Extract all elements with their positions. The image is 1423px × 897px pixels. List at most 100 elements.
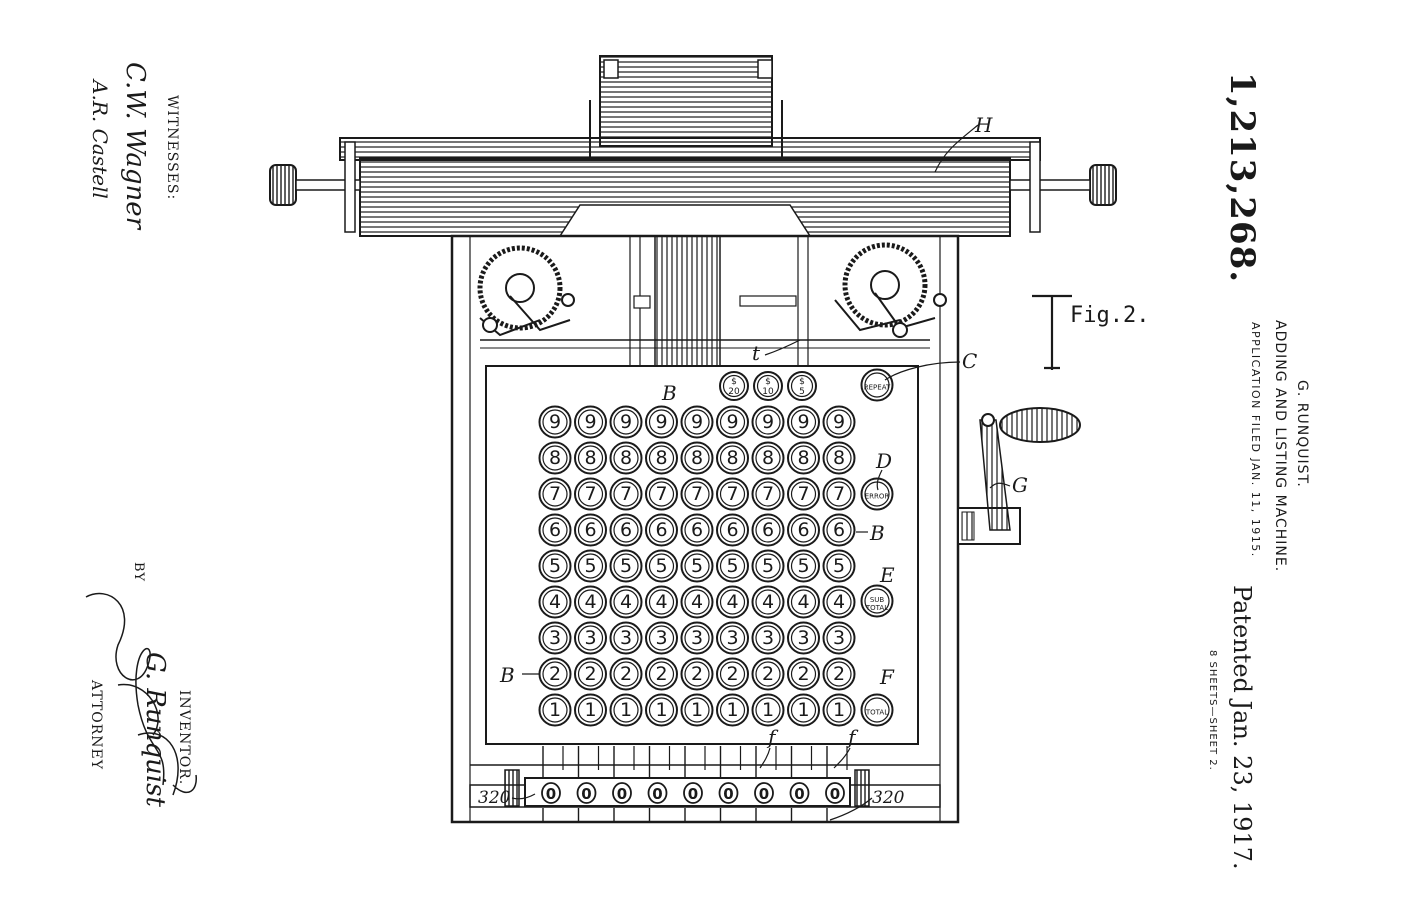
digit-key[interactable]: 8: [609, 441, 643, 475]
digit-key[interactable]: 6: [645, 513, 678, 547]
digit-key[interactable]: 2: [751, 657, 785, 691]
digit-key[interactable]: 5: [751, 549, 785, 583]
digit-key[interactable]: 3: [538, 621, 572, 655]
digit-key[interactable]: 6: [680, 513, 714, 547]
total-key[interactable]: TOTAL: [860, 693, 894, 727]
digit-key[interactable]: 3: [645, 621, 678, 655]
digit-key[interactable]: 2: [645, 657, 678, 691]
digit-key[interactable]: 2: [680, 657, 714, 691]
digit-key[interactable]: 3: [822, 621, 856, 655]
attorney-signature-mark: [85, 592, 197, 796]
dollar-key-symbol: $: [799, 377, 805, 387]
digit-key[interactable]: 2: [787, 657, 820, 691]
digit-key[interactable]: 2: [716, 657, 749, 691]
digit-key[interactable]: 4: [645, 585, 678, 619]
digit-key[interactable]: 7: [751, 477, 785, 511]
digit-key[interactable]: 2: [574, 657, 607, 691]
digit-key[interactable]: 3: [680, 621, 714, 655]
digit-key[interactable]: 5: [574, 549, 607, 583]
digit-key[interactable]: 8: [645, 441, 678, 475]
digit-key-label: 6: [620, 519, 632, 541]
digit-key[interactable]: 4: [538, 585, 572, 619]
digit-key[interactable]: 6: [609, 513, 643, 547]
digit-key[interactable]: 5: [822, 549, 856, 583]
digit-key[interactable]: 4: [716, 585, 749, 619]
digit-key[interactable]: 7: [716, 477, 749, 511]
digit-key[interactable]: 2: [538, 657, 572, 691]
digit-key[interactable]: 7: [574, 477, 607, 511]
digit-key[interactable]: 1: [538, 693, 572, 727]
digit-key[interactable]: 6: [751, 513, 785, 547]
digit-key[interactable]: 2: [609, 657, 643, 691]
digit-key[interactable]: 1: [609, 693, 643, 727]
digit-key[interactable]: 7: [645, 477, 678, 511]
digit-key[interactable]: 8: [822, 441, 856, 475]
digit-key[interactable]: 5: [609, 549, 643, 583]
digit-key-label: 5: [762, 555, 774, 577]
digit-key[interactable]: 7: [538, 477, 572, 511]
digit-key[interactable]: 4: [751, 585, 785, 619]
dollar-key[interactable]: $10: [753, 371, 783, 401]
digit-key-label: 2: [655, 663, 667, 685]
digit-key[interactable]: 1: [822, 693, 856, 727]
digit-key[interactable]: 8: [574, 441, 607, 475]
digit-key[interactable]: 3: [787, 621, 820, 655]
digit-key[interactable]: 5: [787, 549, 820, 583]
digit-key[interactable]: 3: [716, 621, 749, 655]
digit-key[interactable]: 4: [680, 585, 714, 619]
digit-key[interactable]: 9: [822, 405, 856, 439]
digit-key[interactable]: 6: [716, 513, 749, 547]
digit-key-label: 7: [797, 483, 809, 505]
digit-key[interactable]: 4: [574, 585, 607, 619]
digit-key[interactable]: 7: [609, 477, 643, 511]
digit-key[interactable]: 5: [538, 549, 572, 583]
digit-key[interactable]: 8: [680, 441, 714, 475]
ref-B-top: B: [661, 381, 677, 405]
digit-key[interactable]: 1: [787, 693, 820, 727]
digit-key[interactable]: 1: [716, 693, 749, 727]
digit-key[interactable]: 5: [645, 549, 678, 583]
digit-key[interactable]: 8: [538, 441, 572, 475]
digit-key[interactable]: 1: [645, 693, 678, 727]
digit-key[interactable]: 2: [822, 657, 856, 691]
digit-key[interactable]: 4: [822, 585, 856, 619]
digit-key[interactable]: 9: [680, 405, 714, 439]
digit-key[interactable]: 9: [538, 405, 572, 439]
digit-key[interactable]: 3: [751, 621, 785, 655]
digit-key[interactable]: 8: [751, 441, 785, 475]
digit-key[interactable]: 1: [751, 693, 785, 727]
digit-key[interactable]: 8: [716, 441, 749, 475]
digit-key[interactable]: 8: [787, 441, 820, 475]
digit-key[interactable]: 7: [822, 477, 856, 511]
digit-key-label: 9: [620, 411, 632, 433]
digit-key[interactable]: 4: [609, 585, 643, 619]
digit-key[interactable]: 9: [574, 405, 607, 439]
digit-key[interactable]: 6: [787, 513, 820, 547]
dollar-key[interactable]: $5: [787, 371, 817, 401]
digit-key[interactable]: 9: [787, 405, 820, 439]
digit-key-label: 1: [584, 699, 596, 721]
digit-key[interactable]: 9: [716, 405, 749, 439]
digit-key[interactable]: 1: [574, 693, 607, 727]
digit-key[interactable]: 6: [538, 513, 572, 547]
digit-key[interactable]: 1: [680, 693, 714, 727]
digit-key[interactable]: 9: [609, 405, 643, 439]
digit-key[interactable]: 3: [609, 621, 643, 655]
digit-key[interactable]: 5: [680, 549, 714, 583]
dollar-key[interactable]: $20: [719, 371, 749, 401]
digit-key-label: 2: [797, 663, 809, 685]
digit-key[interactable]: 9: [645, 405, 678, 439]
digit-key[interactable]: 6: [822, 513, 856, 547]
digit-key[interactable]: 5: [716, 549, 749, 583]
digit-key[interactable]: 6: [574, 513, 607, 547]
digit-key[interactable]: 4: [787, 585, 820, 619]
digit-key[interactable]: 7: [787, 477, 820, 511]
digit-key[interactable]: 3: [574, 621, 607, 655]
error-key[interactable]: ERROR: [860, 477, 894, 511]
digit-key[interactable]: 7: [680, 477, 714, 511]
digit-key-label: 6: [762, 519, 774, 541]
digit-key[interactable]: 9: [751, 405, 785, 439]
digit-key-label: 9: [584, 411, 596, 433]
repeat-key[interactable]: REPEAT: [860, 368, 894, 402]
